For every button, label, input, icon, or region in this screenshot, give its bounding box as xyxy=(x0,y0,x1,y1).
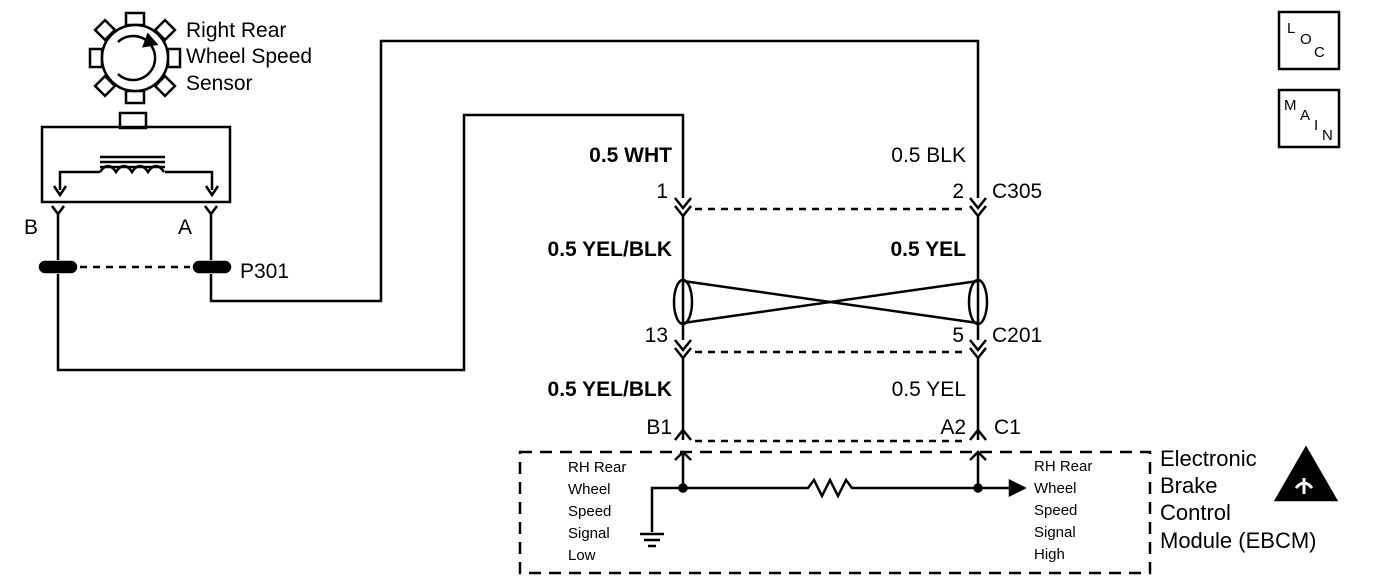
main-letter-3: I xyxy=(1314,117,1318,134)
low-signal-line1: RH Rear xyxy=(568,459,626,476)
main-button[interactable] xyxy=(1277,88,1341,149)
sensor-housing xyxy=(40,111,232,204)
connector-c201: C201 xyxy=(992,324,1042,347)
wire-right-upper: 0.5 BLK xyxy=(891,144,966,167)
wheel-speed-sensor-icon xyxy=(88,11,182,105)
main-letter-2: A xyxy=(1300,107,1310,124)
c1-pin-right: A2 xyxy=(940,416,966,439)
high-signal-line5: High xyxy=(1034,546,1065,563)
low-signal-line4: Signal xyxy=(568,525,610,542)
sensor-label-line3: Sensor xyxy=(186,72,253,95)
sensor-label-line2: Wheel Speed xyxy=(186,45,312,68)
ground-icon xyxy=(640,525,664,548)
wire-left-upper: 0.5 WHT xyxy=(589,144,672,167)
high-signal-line4: Signal xyxy=(1034,524,1076,541)
sensor-pin-b: B xyxy=(24,216,38,239)
connector-c1: C1 xyxy=(994,416,1021,439)
connector-c305: C305 xyxy=(992,180,1042,203)
loc-letter-2: O xyxy=(1300,31,1312,48)
c201-pin-left: 13 xyxy=(645,324,668,347)
sensor-label-line1: Right Rear xyxy=(186,19,286,42)
wire-left-lower: 0.5 YEL/BLK xyxy=(548,378,672,401)
esd-warning-icon xyxy=(1273,445,1339,502)
ebcm-label-line3: Control xyxy=(1160,500,1231,525)
c305-pin-left: 1 xyxy=(656,180,668,203)
wire-right-middle: 0.5 YEL xyxy=(891,238,967,261)
loc-letter-3: C xyxy=(1314,44,1325,61)
connector-p301: P301 xyxy=(240,260,289,283)
high-signal-line1: RH Rear xyxy=(1034,458,1092,475)
low-signal-line2: Wheel xyxy=(568,481,611,498)
main-letter-1: M xyxy=(1284,97,1297,114)
wire-left-middle: 0.5 YEL/BLK xyxy=(548,238,672,261)
low-signal-line3: Speed xyxy=(568,503,611,520)
c1-pin-left: B1 xyxy=(646,416,672,439)
ebcm-label-line1: Electronic xyxy=(1160,446,1257,471)
low-signal-line5: Low xyxy=(568,547,596,564)
c305-pin-right: 2 xyxy=(952,180,964,203)
high-signal-line3: Speed xyxy=(1034,502,1077,519)
loc-button[interactable] xyxy=(1277,10,1341,71)
ebcm-label-line4: Module (EBCM) xyxy=(1160,528,1316,553)
ebcm-label-line2: Brake xyxy=(1160,473,1217,498)
c201-pin-right: 5 xyxy=(952,324,964,347)
main-letter-4: N xyxy=(1322,127,1333,144)
loc-letter-1: L xyxy=(1287,20,1295,37)
sensor-pin-a: A xyxy=(178,216,192,239)
high-signal-line2: Wheel xyxy=(1034,480,1077,497)
wire-right-lower: 0.5 YEL xyxy=(892,378,966,401)
